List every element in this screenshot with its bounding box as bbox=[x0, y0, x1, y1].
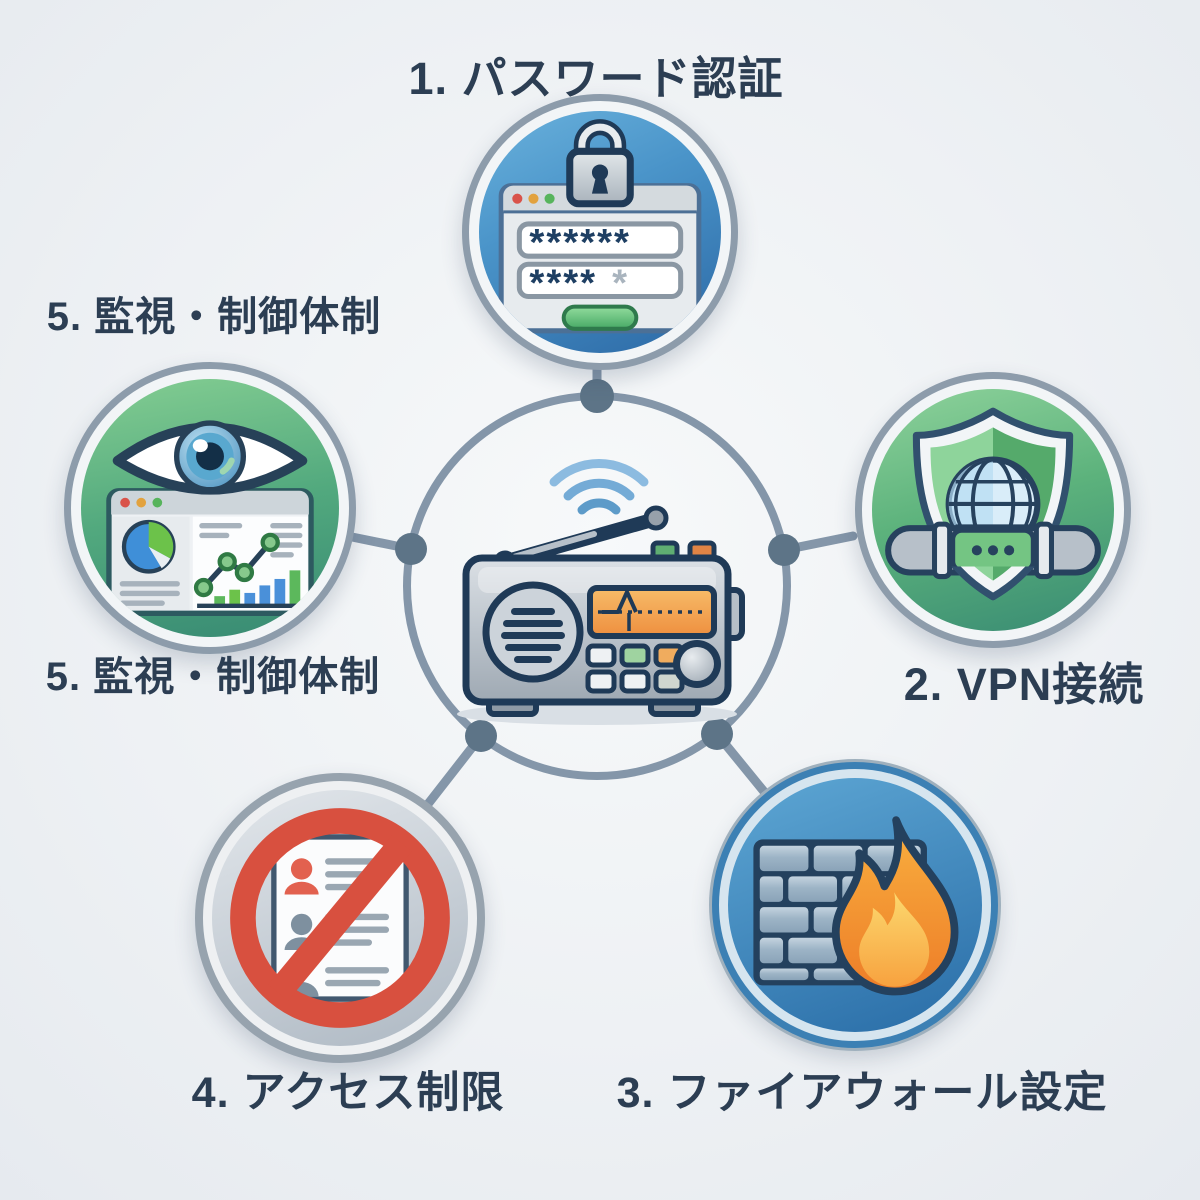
connector-nodes bbox=[395, 379, 800, 752]
password-mask-row1: ****** bbox=[529, 221, 631, 264]
login-window: ****** **** * bbox=[498, 183, 702, 334]
brick-wall-flame-icon bbox=[753, 816, 959, 996]
password-field-2 bbox=[516, 261, 684, 300]
window-dot-orange bbox=[136, 497, 147, 508]
vpn-shield-tip bbox=[951, 566, 1035, 601]
hub-access-restriction bbox=[195, 773, 485, 1063]
label-firewall: 3. ファイアウォール設定 bbox=[616, 1069, 1108, 1117]
hub-monitoring bbox=[64, 362, 356, 654]
no-entry-user-list-icon bbox=[230, 808, 450, 1028]
window-dot-green bbox=[152, 497, 163, 508]
label-password-auth: 1. パスワード認証 bbox=[408, 53, 784, 104]
label-monitoring-below: 5. 監視・制御体制 bbox=[45, 655, 381, 699]
flame-icon bbox=[831, 816, 959, 996]
hub-firewall bbox=[712, 762, 998, 1048]
eye-dashboard-icon bbox=[106, 420, 314, 617]
prohibition-sign-icon bbox=[230, 808, 450, 1028]
frequency-display bbox=[587, 585, 717, 639]
window-dot-red bbox=[120, 497, 130, 508]
lock-browser-password-icon: ****** **** * bbox=[498, 119, 702, 334]
label-access-restriction: 4. アクセス制限 bbox=[191, 1069, 505, 1117]
password-field-1 bbox=[516, 221, 684, 259]
shield-globe-vpn-icon bbox=[885, 407, 1101, 601]
dashboard-window bbox=[106, 488, 314, 617]
vpn-tunnel-pipe bbox=[885, 521, 1101, 580]
password-mask-row2: **** bbox=[529, 262, 597, 305]
analytics-charts bbox=[192, 516, 308, 611]
label-vpn: 2. VPN接続 bbox=[903, 659, 1145, 710]
wifi-waves-icon bbox=[549, 459, 649, 515]
radio-device-with-wifi-icon bbox=[457, 459, 745, 725]
password-mask-row2-faded: * bbox=[612, 262, 627, 305]
window-dot-green bbox=[544, 193, 555, 204]
eye-icon bbox=[112, 420, 308, 495]
window-dot-red bbox=[512, 193, 523, 204]
speaker-grill-icon bbox=[482, 581, 584, 683]
bar-chart-icon bbox=[197, 570, 305, 608]
padlock-icon bbox=[566, 119, 634, 208]
login-button bbox=[561, 304, 639, 331]
pie-chart-icon bbox=[112, 516, 190, 611]
hub-password-auth: ****** **** * bbox=[462, 94, 738, 370]
tuning-knob bbox=[673, 640, 721, 688]
window-dot-orange bbox=[528, 193, 539, 204]
hub-vpn bbox=[855, 372, 1131, 648]
label-monitoring-above: 5. 監視・制御体制 bbox=[46, 295, 382, 339]
